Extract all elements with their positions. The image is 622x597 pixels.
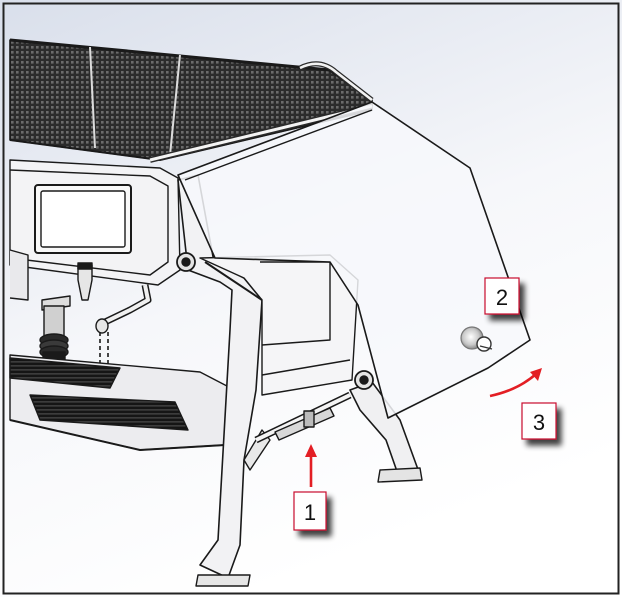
arrow-1 (305, 444, 317, 487)
steam-wand (95, 284, 152, 440)
frame-legs (177, 174, 423, 587)
callout-3 (521, 402, 557, 440)
callout-3-label: 3 (533, 410, 545, 435)
arrow-3 (489, 368, 542, 398)
panel-knob (460, 326, 493, 352)
side-panel-door (177, 101, 531, 419)
callout-1-label: 1 (304, 500, 316, 525)
callout-2-label: 2 (496, 285, 508, 310)
callout-2 (484, 277, 520, 315)
callout-1 (293, 491, 327, 531)
machine-illustration (9, 38, 531, 587)
